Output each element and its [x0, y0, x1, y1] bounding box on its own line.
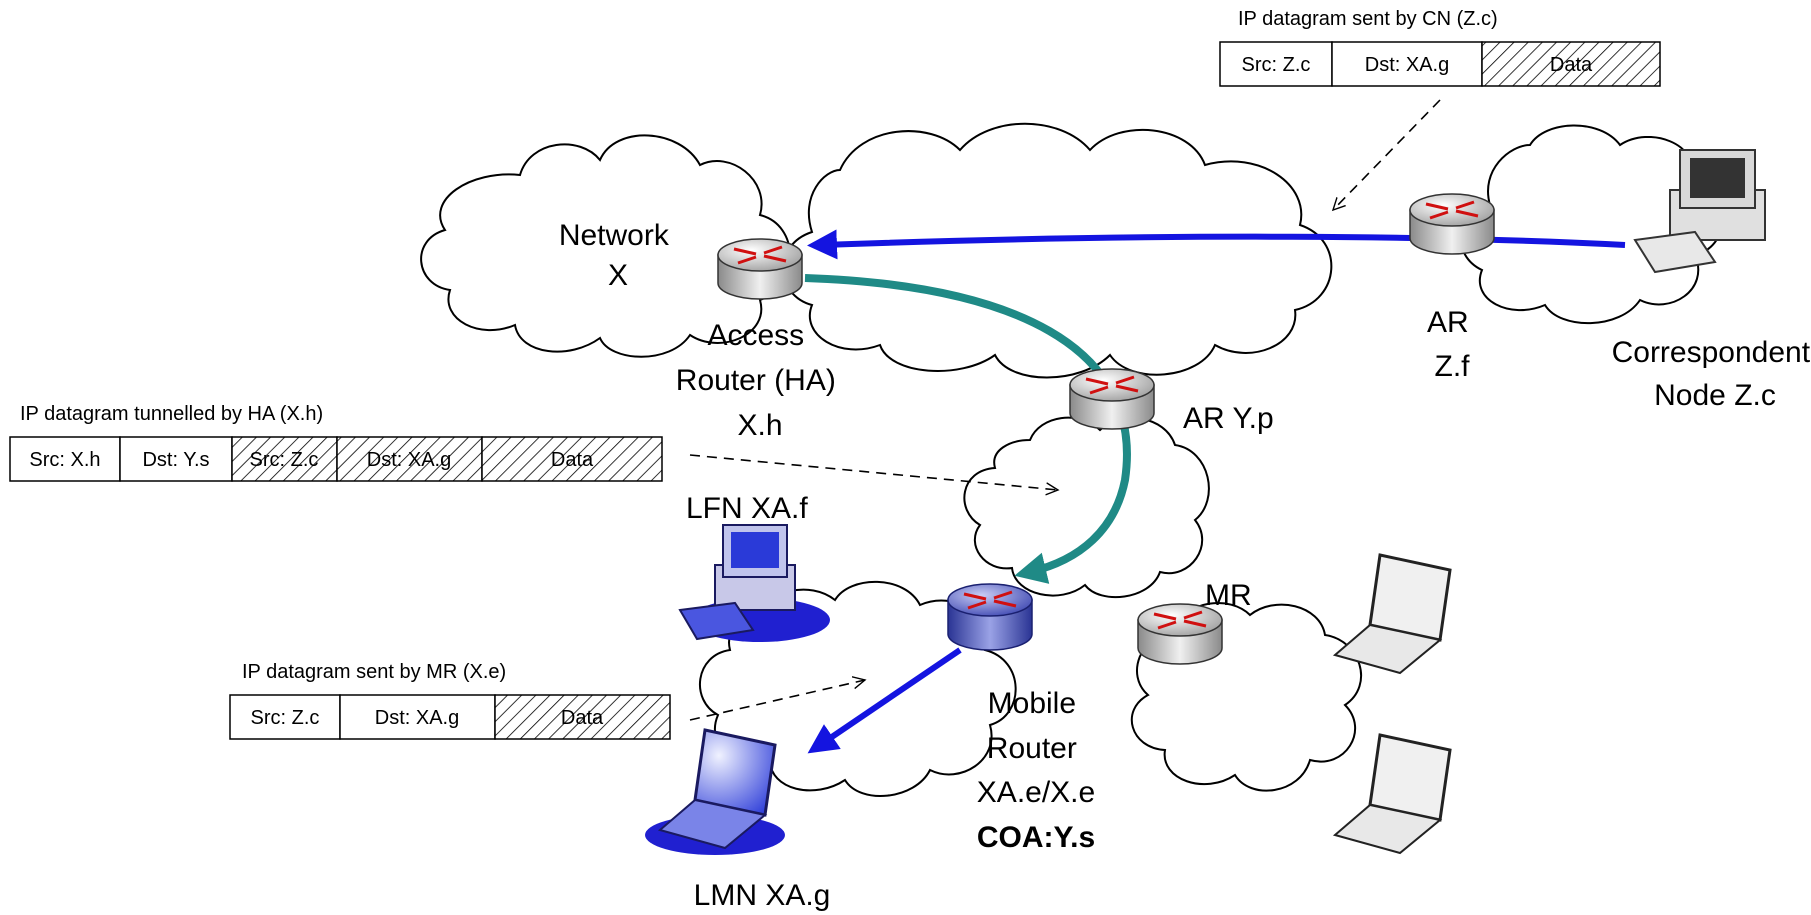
network-x-line-1: Network [559, 219, 670, 252]
ha-datagram-inner-src: Src: Z.c [250, 449, 319, 471]
cn-datagram-src: Src: Z.c [1242, 54, 1311, 76]
mobile-router-line-3: XA.e/X.e [977, 776, 1095, 809]
correspondent-line-1: Correspondent [1612, 336, 1811, 369]
router-icon [1069, 368, 1155, 430]
mobile-router-icon [947, 583, 1033, 651]
mr-datagram-data: Data [561, 707, 604, 729]
mobile-router-label: Mobile Router XA.e/X.e [977, 687, 1095, 809]
lmn-label: LMN XA.g [694, 879, 831, 912]
cloud-network-y [963, 416, 1210, 598]
access-router-label: Access Router (HA) X.h [676, 319, 844, 442]
desktop-computer-icon [678, 524, 830, 642]
laptop-icon [645, 728, 785, 855]
ar-yp-label: AR Y.p [1183, 402, 1274, 435]
laptop-icon [1332, 733, 1452, 855]
cloud-network-x [420, 134, 791, 358]
mr-label: MR [1205, 579, 1252, 612]
mobile-router-line-2: Router [987, 732, 1077, 765]
lfn-label: LFN XA.f [686, 492, 808, 525]
router-icon [717, 238, 803, 300]
correspondent-label: Correspondent Node Z.c [1612, 336, 1811, 412]
ar-zf-line-2: Z.f [1435, 350, 1471, 383]
mr-datagram-pointer [689, 680, 865, 721]
ha-datagram-title: IP datagram tunnelled by HA (X.h) [20, 403, 323, 425]
access-router-line-2: Router (HA) [676, 364, 836, 397]
network-x-line-2: X [608, 259, 628, 292]
cn-to-ha-arrow [807, 229, 1626, 260]
cn-datagram-data: Data [1550, 54, 1593, 76]
ha-datagram-pointer [689, 454, 1058, 490]
ar-zf-line-1: AR [1427, 306, 1469, 339]
router-icon [1137, 603, 1223, 665]
cn-datagram-title: IP datagram sent by CN (Z.c) [1238, 8, 1498, 30]
coa-label: COA:Y.s [977, 821, 1095, 854]
ha-datagram-inner-dst: Dst: XA.g [367, 449, 451, 471]
ar-zf-label: AR Z.f [1427, 306, 1477, 383]
desktop-computer-icon [1633, 149, 1766, 274]
cloud-internet [782, 122, 1333, 379]
access-router-line-1: Access [707, 319, 804, 352]
laptop-icon [1332, 553, 1452, 675]
correspondent-line-2: Node Z.c [1654, 379, 1776, 412]
mr-datagram: Src: Z.c Dst: XA.g Data [229, 694, 671, 740]
router-icon [1409, 193, 1495, 255]
ha-datagram-outer-src: Src: X.h [29, 449, 100, 471]
ha-datagram-data: Data [551, 449, 594, 471]
mr-datagram-dst: Dst: XA.g [375, 707, 459, 729]
mr-datagram-title: IP datagram sent by MR (X.e) [242, 661, 506, 683]
mobile-router-line-1: Mobile [988, 687, 1076, 720]
mr-datagram-src: Src: Z.c [251, 707, 320, 729]
cn-datagram-pointer [1333, 99, 1441, 210]
ha-datagram-outer-dst: Dst: Y.s [142, 449, 209, 471]
ha-datagram: Src: X.h Dst: Y.s Src: Z.c Dst: XA.g Dat… [9, 436, 663, 482]
cn-datagram: Src: Z.c Dst: XA.g Data [1219, 41, 1661, 87]
network-x-label: Network X [559, 219, 677, 292]
access-router-line-3: X.h [737, 409, 782, 442]
cn-datagram-dst: Dst: XA.g [1365, 54, 1449, 76]
mr-to-lmn-arrow [807, 647, 962, 754]
